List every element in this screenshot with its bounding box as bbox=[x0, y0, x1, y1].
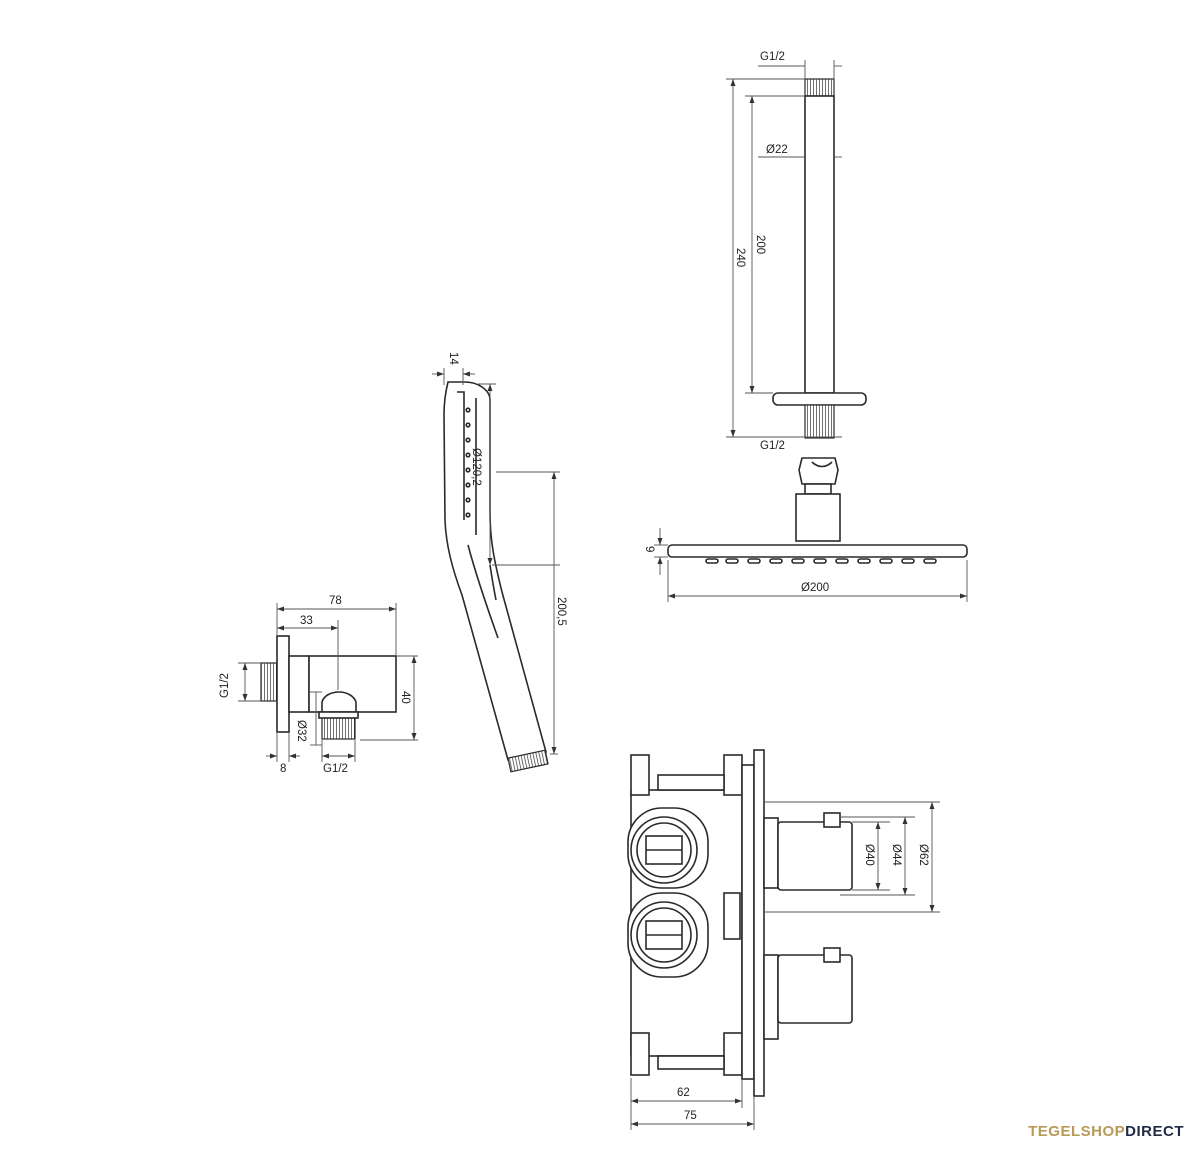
brand-logo-part2: DIRECT bbox=[1125, 1123, 1184, 1140]
ceiling-arm-drawing: G1/2 Ø22 200 240 G1/2 bbox=[726, 51, 867, 452]
arm-length-total-label: 240 bbox=[734, 248, 746, 267]
thermostat-body-drawing: Ø40 Ø44 Ø62 62 75 bbox=[627, 749, 940, 1130]
thermostat-d44-label: Ø44 bbox=[890, 844, 902, 866]
outlet-thread-left-label: G1/2 bbox=[219, 673, 231, 698]
outlet-flange-label: 8 bbox=[280, 763, 286, 775]
arm-thread-top-label: G1/2 bbox=[760, 51, 785, 63]
thermostat-d62-label: Ø62 bbox=[917, 844, 929, 866]
thermostat-depth-inner-label: 62 bbox=[677, 1087, 690, 1099]
brand-logo-part1: TEGELSHOP bbox=[1028, 1123, 1126, 1140]
rain-head-diameter-label: Ø200 bbox=[801, 582, 829, 594]
rain-head-height-label: 9 bbox=[643, 546, 655, 552]
outlet-thread-bottom-label: G1/2 bbox=[323, 763, 348, 775]
outlet-depth-mid-label: 33 bbox=[300, 615, 313, 627]
thermostat-depth-total-label: 75 bbox=[684, 1110, 697, 1122]
wall-outlet-drawing: 78 33 G1/2 40 Ø32 8 G1/2 bbox=[219, 595, 418, 775]
thermostat-d40-label: Ø40 bbox=[863, 844, 875, 866]
brand-logo: TEGELSHOPDIRECT bbox=[1028, 1123, 1184, 1140]
hand-shower-width-label: 14 bbox=[447, 352, 459, 365]
hand-shower-length-label: 200,5 bbox=[555, 597, 567, 626]
outlet-diameter-label: Ø32 bbox=[295, 720, 307, 742]
rain-head-drawing: 9 Ø200 bbox=[643, 457, 968, 602]
arm-length-inner-label: 200 bbox=[754, 235, 766, 254]
rain-head-nozzles bbox=[705, 558, 937, 564]
arm-thread-bottom-label: G1/2 bbox=[760, 440, 785, 452]
outlet-depth-total-label: 78 bbox=[329, 595, 342, 607]
hand-shower-nozzles bbox=[465, 407, 471, 518]
arm-diameter-label: Ø22 bbox=[766, 144, 788, 156]
hand-shower-face-diameter-label: Ø120,2 bbox=[470, 448, 482, 486]
outlet-height-label: 40 bbox=[399, 691, 411, 704]
hand-shower-drawing: 14 Ø120,2 200,5 bbox=[432, 352, 567, 773]
